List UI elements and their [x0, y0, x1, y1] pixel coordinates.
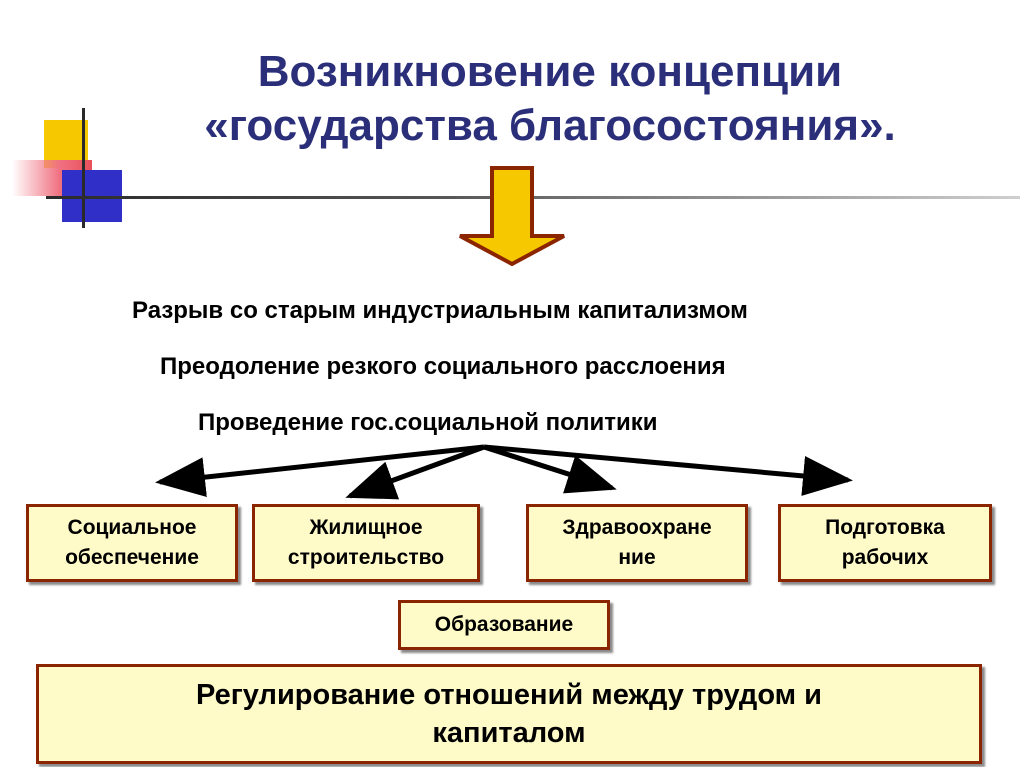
deco-vertical-line	[82, 108, 85, 228]
box-regulation-line2: капиталом	[432, 717, 586, 749]
box-housing-line2: строительство	[287, 546, 445, 569]
title-line-2: «государства благосостояния».	[204, 101, 896, 150]
box-worker-training: Подготовка рабочих	[778, 504, 992, 582]
box-healthcare: Здравоохране ние	[526, 504, 748, 582]
title-line-1: Возникновение концепции	[257, 47, 843, 96]
box-social-line2: обеспечение	[65, 546, 199, 569]
point-overcome-stratification: Преодоление резкого социального расслоен…	[160, 353, 726, 380]
box-labor-capital-regulation: Регулирование отношений между трудом и к…	[36, 664, 982, 764]
box-health-line2: ние	[618, 546, 656, 569]
box-social-security: Социальное обеспечение	[26, 504, 238, 582]
box-housing-construction: Жилищное строительство	[252, 504, 480, 582]
box-education: Образование	[398, 600, 610, 650]
branch-arrow-housing	[345, 444, 485, 500]
branch-arrow-workers	[483, 444, 853, 496]
box-social-line1: Социальное	[67, 516, 197, 539]
box-regulation-line1: Регулирование отношений между трудом и	[195, 679, 823, 711]
box-housing-line1: Жилищное	[309, 516, 423, 539]
point-break-capitalism: Разрыв со старым индустриальным капитали…	[132, 297, 748, 324]
point-social-policy: Проведение гос.социальной политики	[198, 409, 658, 436]
box-education-label: Образование	[434, 613, 574, 636]
branch-arrow-health	[483, 444, 617, 494]
down-arrow-icon	[459, 166, 565, 267]
box-health-line1: Здравоохране	[562, 516, 712, 539]
branch-arrow-social	[155, 444, 485, 498]
box-workers-line2: рабочих	[841, 546, 929, 569]
box-workers-line1: Подготовка	[825, 516, 945, 539]
